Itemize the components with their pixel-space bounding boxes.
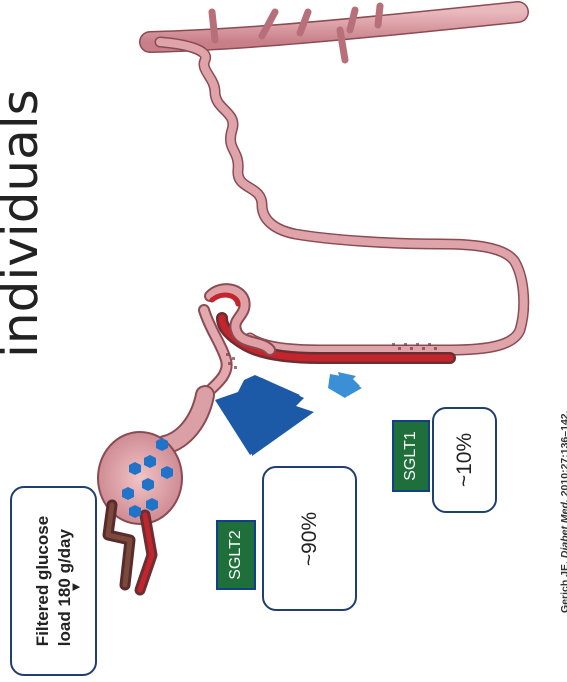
citation-author: Gerich JE. — [559, 558, 567, 613]
sglt1-badge: SGLT1 — [392, 420, 430, 492]
bowman-capsule — [98, 395, 205, 590]
sglt2-arrow — [215, 375, 314, 456]
renal-tubule — [160, 42, 524, 395]
citation-journal: Diabet Med. — [559, 499, 567, 558]
sglt2-badge: SGLT2 — [216, 520, 256, 590]
down-arrow-icon: ▼ — [68, 579, 84, 595]
filtered-line-1: Filtered glucose — [32, 516, 54, 646]
citation: Gerich JE. Diabet Med. 2010;27:136–142. — [557, 403, 567, 613]
sglt1-label: SGLT1 — [402, 431, 420, 481]
citation-rest: 2010;27:136–142. — [559, 410, 567, 499]
sglt1-percent: ~10% — [453, 433, 477, 487]
slide-title: individuals — [0, 138, 50, 358]
sglt1-arrow — [328, 372, 362, 398]
sglt1-percent-box: ~10% — [432, 407, 497, 513]
sglt2-label: SGLT2 — [227, 530, 245, 580]
sglt2-percent: ~90% — [298, 511, 322, 565]
sglt2-percent-box: ~90% — [262, 466, 357, 611]
